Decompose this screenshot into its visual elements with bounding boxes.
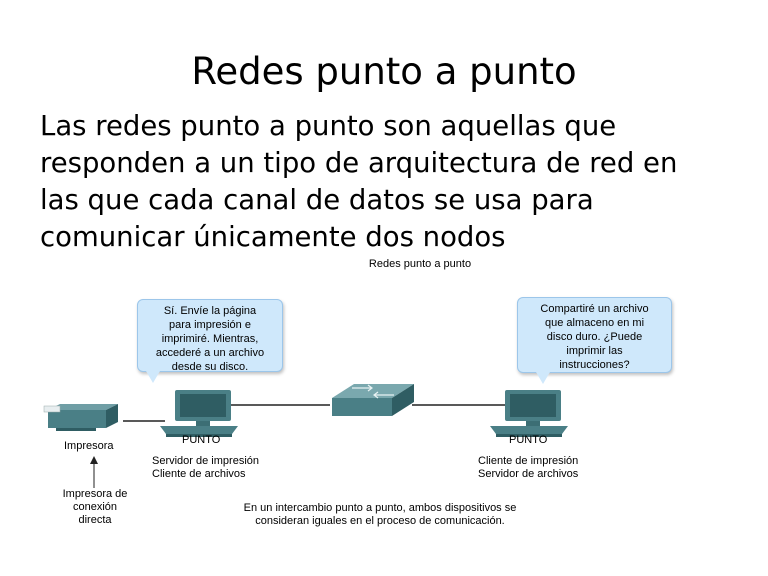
role-line: Servidor de archivos — [478, 468, 579, 480]
left-node-name: PUNTO — [182, 434, 221, 446]
diagram-caption: Redes punto a punto — [368, 258, 472, 270]
slide-title: Redes punto a punto — [191, 50, 577, 93]
right-node-name: PUNTO — [509, 434, 548, 446]
body-line: responden a un tipo de arquitectura de r… — [40, 147, 678, 179]
speech-bubble-left: Sí. Envíe la página para impresión e imp… — [137, 299, 283, 373]
bubble-line: Sí. Envíe la página — [163, 305, 257, 317]
bubble-tail-right — [536, 372, 550, 384]
bubble-line: imprimir las — [566, 345, 623, 357]
bubble-line: Compartiré un archivo — [540, 303, 649, 315]
arrow-up-icon — [90, 456, 98, 488]
computer-icon-right — [490, 390, 568, 437]
bubble-line: que almaceno en mi — [544, 317, 645, 329]
diagram-footer: En un intercambio punto a punto, ambos d… — [200, 502, 560, 528]
label-line: conexión — [72, 501, 118, 513]
role-line: Servidor de impresión — [152, 455, 259, 467]
printer-label: Impresora — [64, 440, 114, 452]
footer-line: En un intercambio punto a punto, ambos d… — [243, 502, 517, 514]
bubble-tail-left — [146, 371, 160, 383]
right-node-roles: Cliente de impresión Servidor de archivo… — [478, 455, 578, 481]
speech-bubble-right: Compartiré un archivo que almaceno en mi… — [517, 297, 672, 373]
body-line: comunicar únicamente dos nodos — [40, 221, 506, 253]
printer-icon — [43, 404, 118, 431]
bubble-line: imprimiré. Mientras, — [161, 333, 259, 345]
role-line: Cliente de archivos — [152, 468, 246, 480]
role-line: Cliente de impresión — [478, 455, 579, 467]
body-line: Las redes punto a punto son aquellas que — [40, 110, 617, 142]
bubble-line: instrucciones? — [559, 359, 630, 371]
computer-icon-left — [160, 390, 238, 437]
bubble-line: accederé a un archivo — [155, 347, 265, 359]
label-line: directa — [78, 514, 112, 526]
left-node-roles: Servidor de impresión Cliente de archivo… — [152, 455, 259, 481]
bubble-line: desde su disco. — [171, 361, 249, 373]
label-line: Impresora de — [62, 488, 128, 500]
body-line: las que cada canal de datos se usa para — [40, 184, 594, 216]
bubble-line: para impresión e — [169, 319, 251, 331]
switch-icon — [332, 384, 414, 416]
printer-connection-label: Impresora de conexión directa — [50, 488, 140, 527]
slide-body-text: Las redes punto a punto son aquellas que… — [40, 108, 740, 256]
bubble-line: disco duro. ¿Puede — [546, 331, 643, 343]
footer-line: consideran iguales en el proceso de comu… — [255, 515, 505, 527]
